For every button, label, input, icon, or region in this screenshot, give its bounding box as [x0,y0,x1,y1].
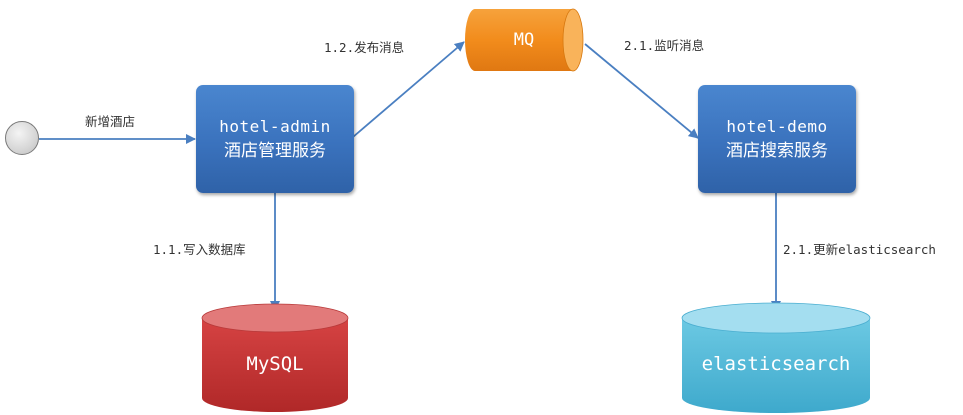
hotel-demo-desc: 酒店搜索服务 [726,141,828,161]
hotel-demo-name: hotel-demo [726,117,828,136]
elasticsearch-cylinder [681,302,871,413]
mysql-cylinder [201,303,349,412]
mq-label: MQ [513,30,535,50]
start-node [5,121,39,155]
arrow-admin-to-mq [352,41,465,138]
edge-label-listen: 2.1.监听消息 [624,38,705,53]
hotel-demo-service-box: hotel-demo 酒店搜索服务 [698,85,856,193]
arrow-mq-to-demo [584,43,699,139]
start-edge-label: 新增酒店 [85,114,136,129]
edge-label-update-es: 2.1.更新elasticsearch [783,242,936,257]
hotel-admin-desc: 酒店管理服务 [224,141,326,161]
edge-label-publish: 1.2.发布消息 [324,40,405,55]
mysql-label: MySQL [246,353,304,375]
edge-label-write-db: 1.1.写入数据库 [153,242,246,257]
mq-cylinder [465,8,584,72]
hotel-admin-service-box: hotel-admin 酒店管理服务 [196,85,354,193]
hotel-admin-name: hotel-admin [219,117,331,136]
elasticsearch-label: elasticsearch [701,353,851,375]
